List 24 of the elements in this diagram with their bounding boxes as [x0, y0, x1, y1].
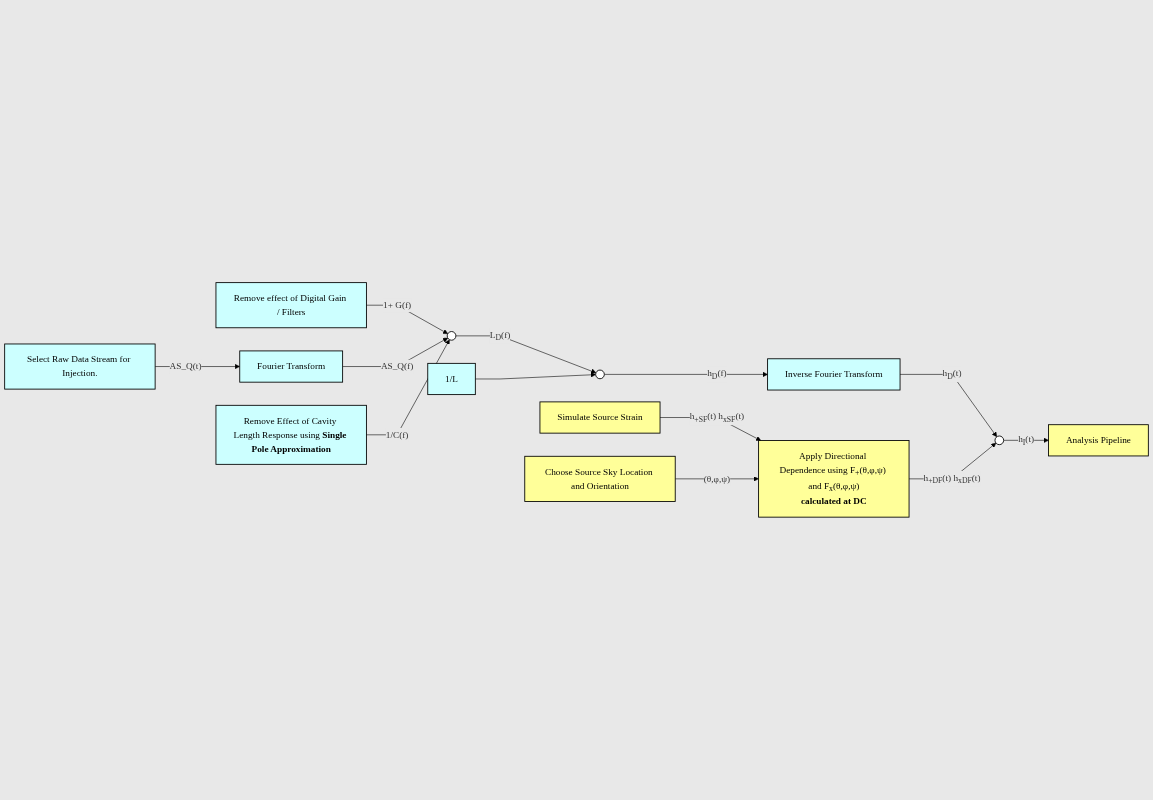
edge-label: 1/C(f) — [385, 429, 409, 440]
node-circle — [595, 369, 605, 380]
edge-label: AS_Q(f) — [380, 361, 414, 372]
node-circle — [446, 331, 457, 341]
node-box: Analysis Pipeline — [1048, 424, 1149, 457]
edge-label: L$_{D}$(f) — [489, 329, 511, 343]
edge-label: 1+ G(f) — [383, 300, 412, 310]
node-box: Choose Source Sky Location and Orientation — [524, 455, 676, 502]
node-box: 1/L — [427, 363, 476, 396]
node-circle — [994, 435, 1005, 446]
edge-label: h$_{D}$(f) — [707, 368, 727, 381]
edge-label: h$_{D}$(t) — [942, 368, 962, 381]
edge-label: h$_{I}$(t) — [1018, 434, 1035, 447]
edge-label: h$_{+DF}$(t) h$_{xDF}$(t) — [923, 472, 981, 486]
node-box: Select Raw Data Stream for Injection. — [4, 343, 156, 390]
node-box: Fourier Transform — [239, 350, 344, 383]
node-box: Inverse Fourier Transform — [767, 358, 901, 391]
edge-label: AS_Q(t) — [169, 361, 202, 372]
node-box: Remove effect of Digital Gain / Filters — [215, 282, 367, 329]
node-box: Simulate Source Strain — [539, 401, 661, 434]
edge-label: (θ,φ,ψ) — [703, 473, 731, 484]
edge-label: h$_{+SF}$(t) h$_{xSF}$(t) — [689, 411, 745, 424]
node-box: Remove Effect of Cavity Length Response using Single Pole Approximation — [215, 405, 367, 465]
node-box: Apply Directional Dependence using F$_{+}$(θ,φ,ψ) and F$_{x}$(θ,φ,ψ) calculated at DC — [758, 440, 910, 518]
